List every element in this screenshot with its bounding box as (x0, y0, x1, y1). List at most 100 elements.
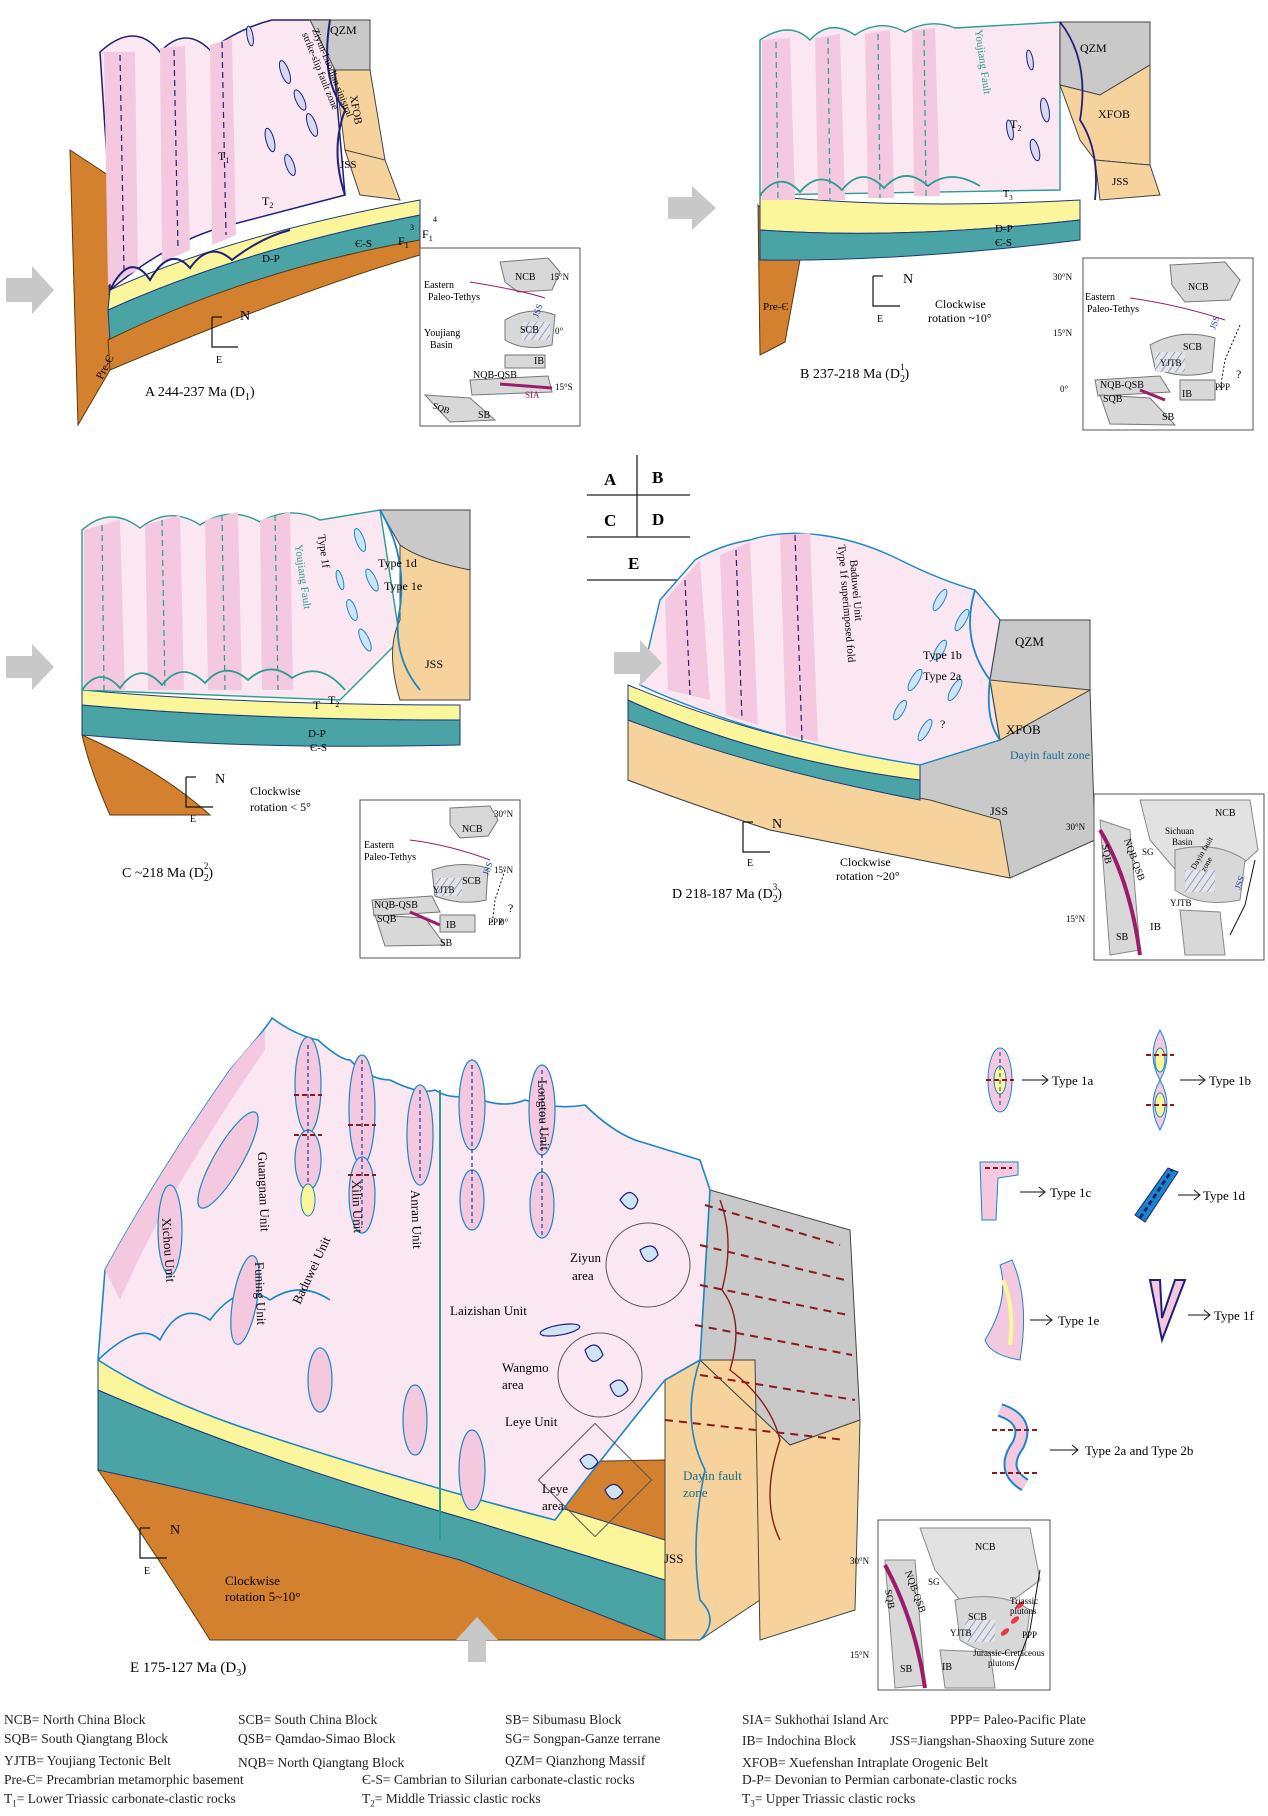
c-dp-label: D-P (308, 728, 326, 740)
b-compass-n: N (903, 272, 913, 287)
d-inset-jss: JSS (1232, 875, 1246, 891)
fold-type-1a: Type 1a (986, 1047, 1094, 1113)
panel-a: QZM XFOB JSS Ziyun-Luodian sinistral str… (6, 19, 581, 427)
e-inset-jurassic2: plutons (988, 1658, 1015, 1668)
legend-scb: SCB= South China Block (238, 1712, 378, 1727)
panel-grid: A B C D E (587, 455, 690, 581)
fold-type-1b-label: Type 1b (1209, 1073, 1251, 1088)
b-qzm-label: QZM (1080, 41, 1107, 55)
e-inset-map: NCB SG SQB NQB-QSB Triassic plutons SCB … (850, 1519, 1051, 1691)
a-f1-label: F1 (398, 234, 409, 250)
c-push-arrow (6, 644, 54, 690)
b-inset-lat3: 0° (1060, 384, 1069, 394)
legend-sb: SB= Sibumasu Block (505, 1712, 622, 1727)
legend-jss: JSS=Jiangshan-Shaoxing Suture zone (890, 1733, 1095, 1748)
d-rotation-1: Clockwise (840, 855, 891, 869)
b-inset-lat2: 15°N (1053, 328, 1073, 338)
c-rotation-1: Clockwise (250, 784, 301, 798)
fold-type-1c-label: Type 1c (1050, 1185, 1092, 1200)
legend-nqb: NQB= North Qiangtang Block (238, 1755, 405, 1770)
e-compass-e: E (144, 1566, 150, 1577)
d-inset-lat1: 30°N (1066, 822, 1086, 832)
b-cs-label: Є-S (995, 237, 1012, 249)
b-inset-scb: SCB (1183, 342, 1202, 353)
b-inset-jss: JSS (1207, 315, 1221, 331)
c-inset-ncb: NCB (462, 824, 483, 835)
e-laizishan: Laizishan Unit (450, 1303, 527, 1318)
a-inset-map: NCB Eastern Paleo-Tethys JSS SCB Youjian… (419, 247, 581, 427)
legend-yjtb: YJTB= Youjiang Tectonic Belt (4, 1753, 171, 1768)
a-t2-label: T2 (262, 194, 273, 210)
b-inset-yjtb: YJTB (1160, 358, 1182, 368)
a-inset-lat2: 0° (555, 326, 564, 336)
e-anran: Anran Unit (408, 1190, 425, 1250)
d-inset-lat2: 15°N (1066, 914, 1086, 924)
c-inset-nqb: NQB-QSB (374, 900, 418, 911)
b-push-arrow (668, 186, 716, 230)
b-prec-label: Pre-Є (763, 301, 789, 313)
c-inset-ib: IB (446, 920, 456, 931)
d-question-label: ? (940, 717, 945, 731)
a-inset-jss: JSS (530, 303, 544, 319)
c-inset-yjtb: YJTB (433, 885, 455, 895)
e-xichou: Xichou Unit (159, 1217, 178, 1283)
b-caption: B 237-218 Ma (D21) (800, 362, 909, 385)
fold-type-1e-label: Type 1e (1058, 1313, 1100, 1328)
b-inset-ncb: NCB (1188, 282, 1209, 293)
b-inset-sb: SB (1162, 412, 1175, 423)
a-inset-nqb: NQB-QSB (473, 370, 517, 381)
b-t2-label: T2 (1010, 117, 1021, 133)
e-dayin1: Dayin fault (683, 1468, 742, 1483)
d-push-arrow (614, 640, 662, 686)
legend-qsb: QSB= Qamdao-Simao Block (238, 1731, 396, 1746)
legend-sia: SIA= Sukhothai Island Arc (742, 1712, 889, 1727)
a-f-sup4: 4 (433, 215, 437, 224)
e-push-arrow (456, 1617, 498, 1662)
c-inset-ppp: PPP (488, 917, 503, 927)
a-f-sup3: 3 (410, 223, 414, 232)
b-compass-e: E (877, 314, 883, 325)
e-wangmo: Wangmo (502, 1360, 549, 1375)
a-inset-eastern: Eastern (424, 280, 454, 291)
b-jss-label: JSS (1112, 176, 1129, 188)
b-inset-paleo: Paleo-Tethys (1087, 304, 1139, 315)
abbreviation-legend: NCB= North China Block SCB= South China … (0, 1708, 1268, 1816)
c-inset-sb: SB (440, 938, 453, 949)
d-inset-sichuan: Sichuan (1165, 826, 1194, 836)
a-xfob-label: XFOB (347, 94, 364, 125)
panel-d: QZM XFOB Dayin fault zone JSS Baduwei Un… (614, 532, 1265, 961)
legend-dp: D-P= Devonian to Permian carbonate-clast… (742, 1772, 1017, 1787)
c-type1d-label: Type 1d (378, 556, 417, 570)
d-qzm-label: QZM (1015, 634, 1044, 649)
a-inset-scb: SCB (520, 325, 539, 336)
d-type1b-label: Type 1b (923, 648, 962, 662)
c-inset-map: NCB Eastern Paleo-Tethys JSS SCB YJTB IB… (359, 799, 521, 959)
a-inset-lat1: 15°N (550, 272, 570, 282)
panel-c: JSS Youjiang Fault Type 1f Type 1d Type … (6, 509, 521, 959)
d-type2a-label: Type 2a (923, 669, 962, 683)
c-rotation-2: rotation < 5° (250, 800, 311, 814)
e-inset-triassic1: Triassic (1010, 1596, 1038, 1606)
e-ziyun2: area (572, 1268, 594, 1283)
b-inset-map: NCB Eastern Paleo-Tethys JSS SCB YJTB IB… (1053, 257, 1254, 431)
b-inset-ib: IB (1182, 389, 1192, 400)
e-inset-triassic2: plutons (1010, 1606, 1037, 1616)
d-inset-sqb: SQB (1099, 844, 1113, 865)
d-inset-basin: Basin (1172, 837, 1193, 847)
c-inset-jss: JSS (480, 861, 494, 877)
d-compass (742, 821, 770, 853)
fold-type-1b: Type 1b (1146, 1028, 1251, 1132)
a-inset-sb: SB (478, 410, 491, 421)
fold-type-legend: Type 1a Type 1b Type 1c Type 1d (979, 1028, 1255, 1492)
b-rotation-2: rotation ~10° (928, 311, 992, 325)
c-type1e-label: Type 1e (384, 579, 422, 593)
fold-type-2: Type 2a and Type 2b (992, 1403, 1193, 1492)
b-compass (872, 275, 900, 307)
e-leye2: area (542, 1498, 564, 1513)
b-inset-eastern: Eastern (1085, 292, 1115, 303)
e-inset-ppp: PPP (1022, 1630, 1037, 1640)
c-compass-e: E (190, 814, 196, 825)
a-compass-e: E (216, 355, 222, 366)
a-cs-label: Є-S (355, 238, 372, 250)
e-rotation-2: rotation 5~10° (225, 1589, 300, 1604)
